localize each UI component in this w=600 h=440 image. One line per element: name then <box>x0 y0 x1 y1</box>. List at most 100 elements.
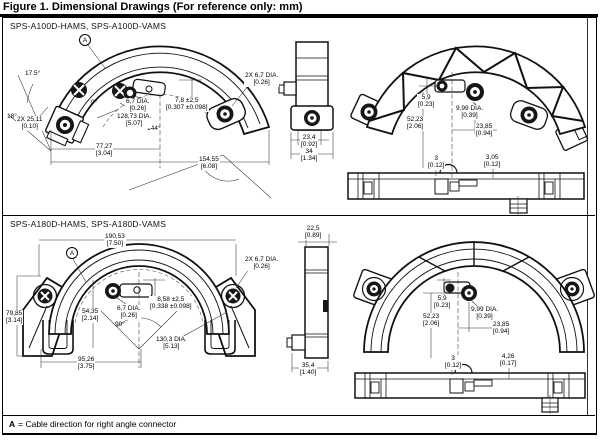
dim-a180-boss: 4,26 [0.17] <box>499 353 518 368</box>
dim-a100-depth-body: 23,4 [0.92] <box>300 134 319 149</box>
dim-a180-hole: 6,7 DIA. [0.26] <box>116 305 142 320</box>
dim-mm: 7,8 ±2,5 <box>175 97 199 104</box>
a100-rear-view <box>350 45 589 151</box>
dim-mm: 35,4 <box>301 362 315 369</box>
dim-a180-mount-spacing: 95,26 [3.75] <box>77 356 96 371</box>
dim-mm: 52,23 <box>407 116 424 123</box>
dim-a180-bolt-circle: 130,3 DIA. [5.13] <box>155 336 188 351</box>
dim-a100-bolt-circle: 128,73 DIA. [5.07] <box>116 113 153 128</box>
dim-in: [0.26] <box>253 79 270 87</box>
a100-bottom-view <box>347 163 585 214</box>
dim-a100-angle-18: 18° <box>7 113 17 120</box>
dim-in: [0.89] <box>305 232 322 240</box>
dim-a100-hole: 6,7 DIA. [0.26] <box>125 98 151 113</box>
dim-in: [0.26] <box>129 105 146 113</box>
dim-in: [7.50] <box>106 240 124 248</box>
dim-mm: 5,9 <box>437 295 447 302</box>
dim-a100-boss: 3,05 [0.12] <box>483 154 502 169</box>
dim-a100-magnet-dia: 9,99 DIA. [0.39] <box>455 105 485 120</box>
dim-in: [0.12] <box>484 161 501 169</box>
dim-a100-travel: 7,8 ±2,5 [0.307 ±0.098] <box>165 97 209 112</box>
dim-in: [0.39] <box>461 112 478 120</box>
dim-in: [1.34] <box>301 155 318 163</box>
dim-a100-half-width: 77,27 [3.04] <box>95 143 114 158</box>
dim-in: [0.94] <box>493 328 510 336</box>
a180-side-view <box>286 246 329 359</box>
dim-a100-center-drop: 52,23 [2.06] <box>406 116 425 131</box>
dim-in: [3.14] <box>6 317 23 325</box>
footnote-datum-letter: A <box>9 418 16 429</box>
a180-line-art <box>16 234 595 414</box>
dim-in: [3.75] <box>78 363 95 371</box>
dim-a180-depth-overall: 35,4 [1.40] <box>299 362 318 377</box>
footnote-text: = Cable direction for right angle connec… <box>18 418 177 429</box>
dim-a100-angle-144: 144° <box>147 125 161 132</box>
dim-mm: 2X 25,11 <box>17 116 43 123</box>
dim-mm: 23,85 <box>476 123 493 130</box>
dim-a180-center-drop: 52,23 [2.06] <box>422 313 441 328</box>
panel1-label: SPS-A100D-HAMS, SPS-A100D-VAMS <box>10 21 167 31</box>
dim-in: [6.08] <box>200 163 218 171</box>
dim-in: [2.06] <box>423 320 440 328</box>
dim-mm: 9,99 DIA. <box>471 306 499 313</box>
dim-mm: 2X 6,7 DIA. <box>245 256 279 263</box>
dim-a100-mount-holes: 2X 6,7 DIA. [0.26] <box>244 72 280 87</box>
title-underline <box>0 14 598 17</box>
dim-mm: 130,3 DIA. <box>156 336 187 343</box>
dim-a180-magnet-drop: 5,9 [0.23] <box>433 295 452 310</box>
a180-front-view <box>22 243 256 357</box>
dim-a180-travel: 8,58 ±2,5 [0.338 ±0.098] <box>149 296 193 311</box>
panel-sps-a100d: SPS-A100D-HAMS, SPS-A100D-VAMS A 17.5° 1… <box>3 18 595 216</box>
dim-a180-angle-90: 90° <box>115 321 125 328</box>
dim-mm: 79,85 <box>6 310 23 317</box>
dim-mm: 2X 6,7 DIA. <box>245 72 279 79</box>
figure-footnote: A = Cable direction for right angle conn… <box>3 415 595 431</box>
dim-in: [5.13] <box>163 343 180 351</box>
dim-in: [0.26] <box>120 312 137 320</box>
dim-a180-magnet-dia: 9,99 DIA. [0.39] <box>470 306 500 321</box>
figure-frame: SPS-A100D-HAMS, SPS-A100D-VAMS A 17.5° 1… <box>2 17 597 435</box>
dim-mm: 22,5 <box>306 225 320 232</box>
panel2-label: SPS-A180D-HAMS, SPS-A180D-VAMS <box>10 219 167 229</box>
dim-mm: 34 <box>305 148 313 155</box>
dim-a100-slot: 3 [0.12] <box>427 155 446 170</box>
dim-in: [0.10] <box>21 123 38 131</box>
dim-a100-depth-overall: 34 [1.34] <box>300 148 319 163</box>
a100-datum-a-symbol: A <box>79 34 91 46</box>
inner-margin-line <box>587 18 588 415</box>
a100-line-art <box>8 41 589 215</box>
dim-a180-overall-height: 79,85 [3.14] <box>5 310 24 325</box>
dim-mm: 190,53 <box>105 233 125 240</box>
dim-mm: 52,23 <box>423 313 440 320</box>
dim-a180-center-height: 54,35 [2.14] <box>81 308 100 323</box>
dim-in: [0.307 ±0.098] <box>166 104 208 112</box>
dim-mm: 6,7 DIA. <box>117 305 141 312</box>
a100-side-view <box>278 41 334 131</box>
dim-a100-magnet-offset: 23,85 [0.94] <box>475 123 494 138</box>
a180-bottom-view <box>354 363 586 413</box>
dim-in: [0.94] <box>476 130 493 138</box>
dim-a100-angle-17-5: 17.5° <box>25 70 41 77</box>
dim-in: [2.06] <box>407 123 424 131</box>
dim-a100-full-width: 154,55 [6.08] <box>198 156 220 171</box>
dim-a180-depth-body: 22,5 [0.89] <box>304 225 323 240</box>
dim-in: [0.17] <box>500 360 517 368</box>
dim-mm: 6,7 DIA. <box>126 98 150 105</box>
dim-a180-magnet-offset: 23,85 [0.94] <box>492 321 511 336</box>
dim-a180-overall-width: 190,53 [7.50] <box>104 233 126 248</box>
dim-in: [0.338 ±0.098] <box>150 303 192 311</box>
dim-mm: 23,85 <box>493 321 510 328</box>
dim-a180-mount-holes: 2X 6,7 DIA. [0.26] <box>244 256 280 271</box>
dim-mm: 3,05 <box>485 154 499 161</box>
dim-in: [0.12] <box>428 162 445 170</box>
dim-in: [2.14] <box>82 315 99 323</box>
dim-in: [5.07] <box>126 120 143 128</box>
dim-a100-angle-0: 0° <box>91 99 98 106</box>
dim-mm: 9,99 DIA. <box>456 105 484 112</box>
dim-in: [3.04] <box>96 150 113 158</box>
dim-mm: 23,4 <box>302 134 316 141</box>
dim-mm: 5,9 <box>421 94 431 101</box>
a180-datum-a-symbol: A <box>66 247 78 259</box>
dim-mm: 4,26 <box>501 353 515 360</box>
